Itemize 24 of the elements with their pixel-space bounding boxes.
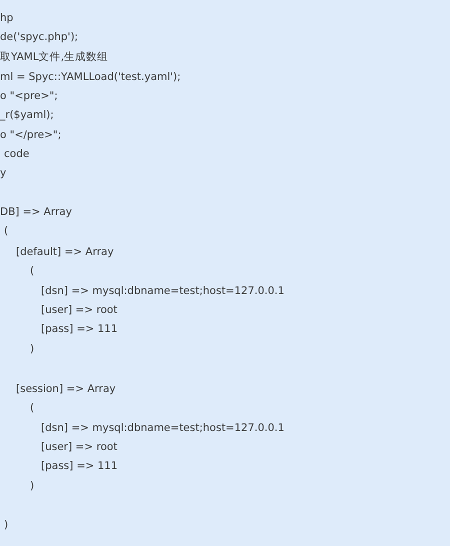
code-line: de('spyc.php'); <box>0 30 78 44</box>
code-line: [default] => Array <box>16 245 114 259</box>
code-line: [pass] => 111 <box>41 322 118 336</box>
code-line: [user] => root <box>41 440 118 454</box>
code-line: ( <box>30 401 34 415</box>
code-line: ) <box>30 479 34 493</box>
code-line: y <box>0 166 6 180</box>
code-line: [user] => root <box>41 303 118 317</box>
code-line: [session] => Array <box>16 382 116 396</box>
code-line: [pass] => 111 <box>41 459 118 473</box>
code-line: DB] => Array <box>0 205 72 219</box>
code-line: ml = Spyc::YAMLLoad('test.yaml'); <box>0 70 181 84</box>
code-line: _r($yaml); <box>0 108 54 122</box>
code-line: hp <box>0 11 14 25</box>
code-line: ) <box>4 518 8 532</box>
code-line: [dsn] => mysql:dbname=test;host=127.0.0.1 <box>41 284 284 298</box>
code-line: 取YAML文件,生成数组 <box>0 50 108 64</box>
code-line: o "<pre>"; <box>0 89 58 103</box>
code-line: o "</pre>"; <box>0 128 62 142</box>
code-line: ) <box>30 342 34 356</box>
code-line: code <box>4 147 30 161</box>
code-line: [dsn] => mysql:dbname=test;host=127.0.0.1 <box>41 421 284 435</box>
code-line: ( <box>30 264 34 278</box>
code-line: ( <box>4 224 8 238</box>
